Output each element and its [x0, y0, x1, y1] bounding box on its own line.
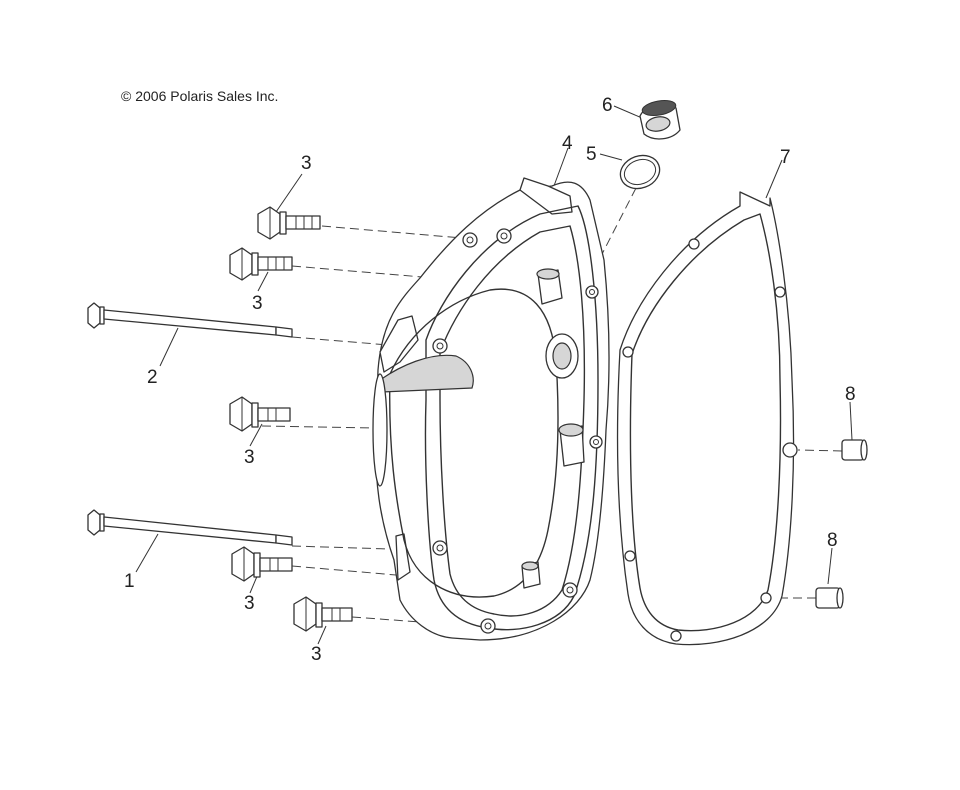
copyright-notice: © 2006 Polaris Sales Inc. [121, 88, 279, 104]
alignment-lines [261, 187, 843, 625]
callout-2: 2 [147, 367, 158, 388]
cover-gasket [616, 191, 798, 646]
flange-bolt-lower [231, 546, 293, 582]
o-ring [619, 154, 661, 190]
callout-labels: 3 3 2 3 1 3 3 4 5 6 7 8 8 [124, 95, 856, 665]
callout-8-upper: 8 [845, 384, 856, 405]
callout-7: 7 [780, 147, 791, 168]
callout-3-lower: 3 [244, 593, 255, 614]
flange-bolt-second [229, 247, 293, 281]
dowel-pin-upper [841, 439, 868, 461]
long-bolt-upper [87, 302, 293, 338]
leader-lines [135, 105, 853, 645]
flange-bolt-bottom [293, 596, 353, 632]
callout-4: 4 [562, 133, 573, 154]
callout-3-middle: 3 [244, 447, 255, 468]
callout-1: 1 [124, 571, 135, 592]
plug-cap [639, 100, 681, 140]
long-bolt-lower [87, 509, 293, 546]
callout-3-bottom: 3 [311, 644, 322, 665]
flange-bolt-middle [229, 396, 291, 432]
callout-5: 5 [586, 144, 597, 165]
flange-bolt-upper [257, 206, 321, 240]
callout-3-second: 3 [252, 293, 263, 314]
callout-3-upper: 3 [301, 153, 312, 174]
callout-6: 6 [602, 95, 613, 116]
callout-8-lower: 8 [827, 530, 838, 551]
dowel-pin-lower [815, 587, 844, 609]
engine-side-cover [372, 177, 610, 641]
